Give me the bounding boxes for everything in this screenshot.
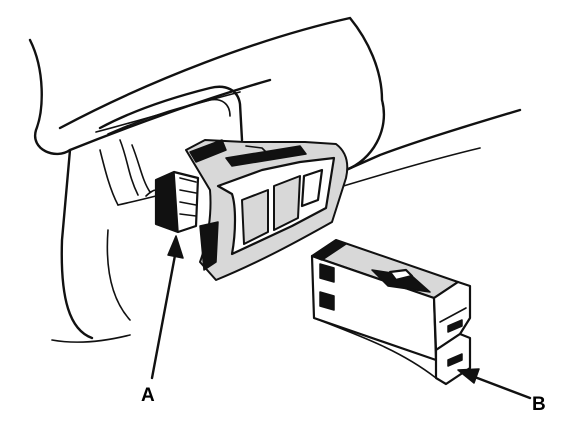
switch-panel-assembly xyxy=(185,139,349,281)
handle-recess xyxy=(98,85,244,196)
callout-label-a: A xyxy=(141,385,155,406)
callout-label-b: B xyxy=(532,394,546,415)
switch-b xyxy=(310,239,472,386)
leader-arrow-b xyxy=(457,368,532,400)
connector-a xyxy=(145,170,200,234)
leader-arrow-a xyxy=(150,235,184,380)
